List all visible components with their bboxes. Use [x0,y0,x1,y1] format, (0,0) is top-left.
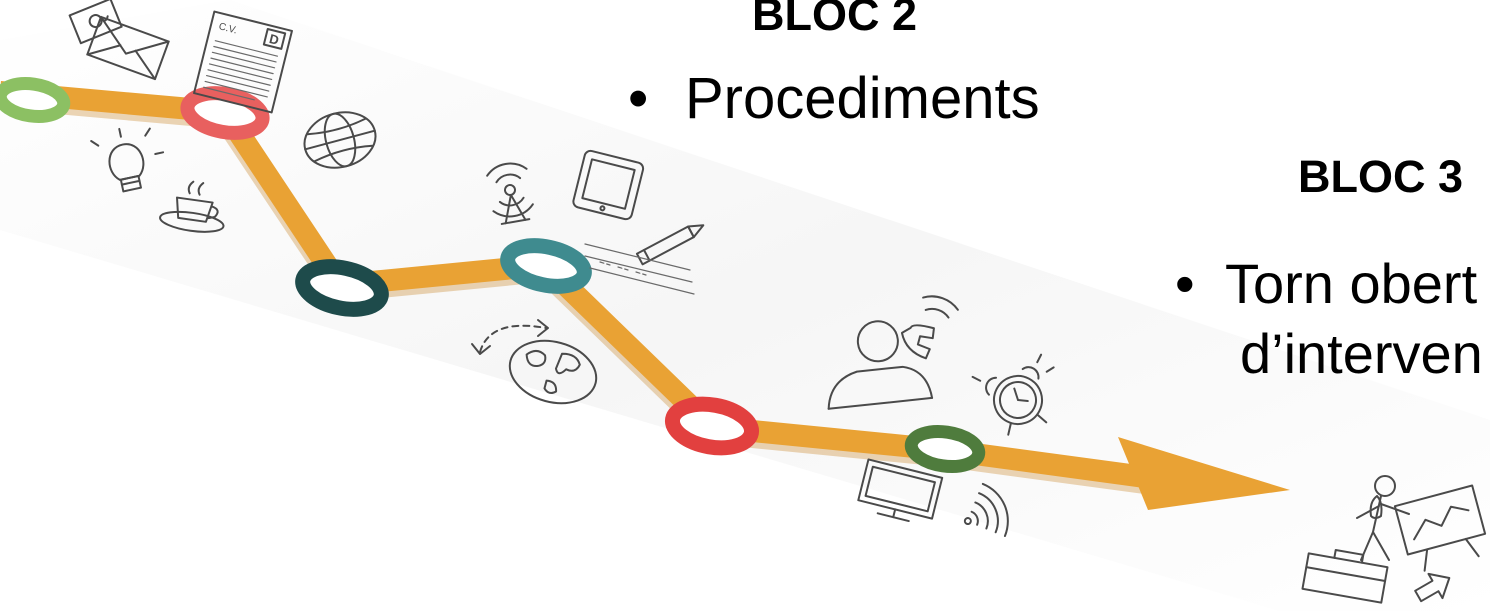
arrow-icon [1414,572,1451,603]
cv-label: C.V. [218,21,239,36]
bloc-3-item-line-2: d’interven [1240,322,1483,385]
monitor-icon [857,458,944,523]
person-icon [827,320,934,410]
milestone-ring-1 [0,77,71,123]
alarm-clock-icon [971,353,1055,436]
bloc-3-item-line-1: Torn obert [1225,252,1478,315]
phone-icon [900,295,959,360]
globe-icon [303,111,377,169]
coffee-cup-icon [159,180,225,233]
lightbulb-icon [90,127,165,193]
radio-tower-icon [486,162,534,225]
envelope-icon [68,0,170,81]
milestone-ring-4 [500,238,592,294]
cv-document-icon: C.V. D [193,10,293,114]
milestone-ring-2 [180,86,270,140]
presenter-icon [1356,475,1487,572]
cv-stamp-letter: D [268,31,281,48]
bloc-2-heading: BLOC 2 [752,0,918,40]
bloc-2-bullet: • [628,66,649,131]
bloc-2-item: Procediments [685,66,1040,131]
paper-lines-icon [584,243,695,295]
roadmap-arrowhead [1118,437,1290,510]
world-globe-icon [508,339,598,405]
tablet-icon [572,149,645,221]
dashed-arrow-icon [471,319,549,355]
toolbox-icon [1301,548,1389,604]
milestone-ring-5 [664,396,760,456]
pencil-icon [635,224,705,266]
milestone-ring-3 [295,259,389,317]
bloc-3-bullet: • [1175,252,1195,315]
milestone-ring-6 [904,425,986,473]
wifi-icon [963,482,1009,538]
bloc-3-heading: BLOC 3 [1298,151,1464,202]
